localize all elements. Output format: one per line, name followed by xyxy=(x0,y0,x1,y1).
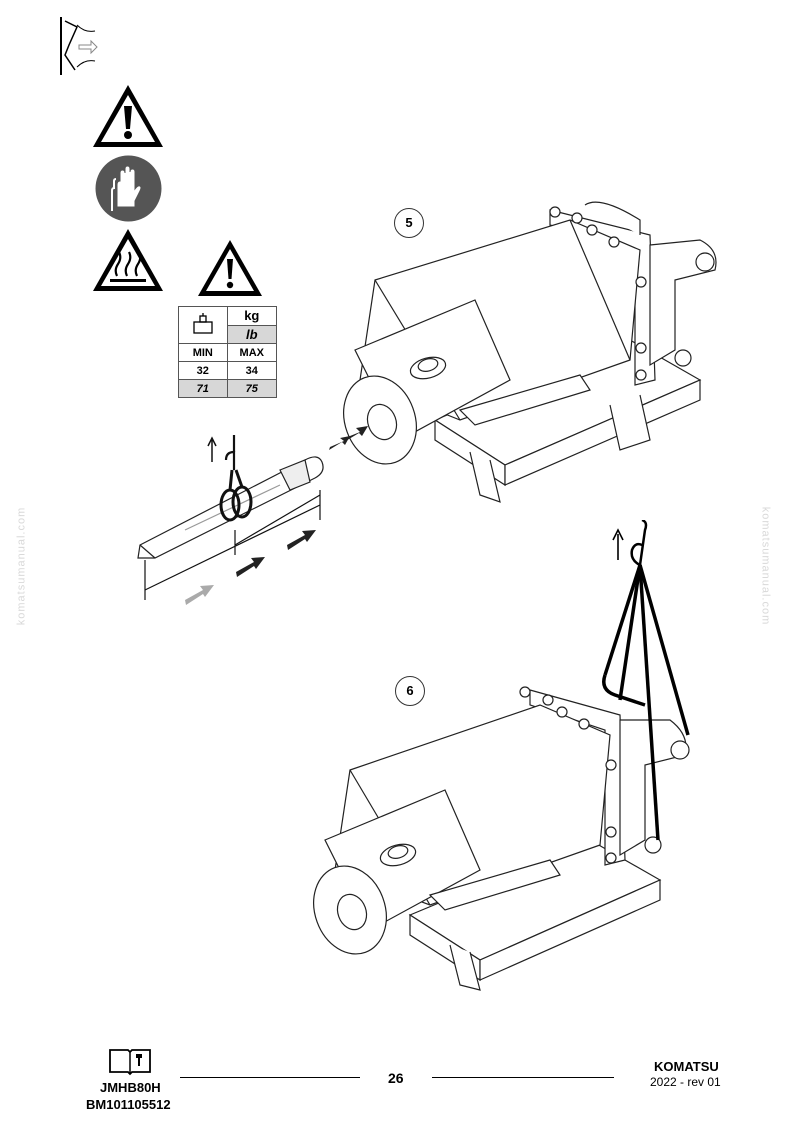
min-label: MIN xyxy=(178,343,228,362)
max-lb-value: 75 xyxy=(226,379,278,398)
gloves-icon xyxy=(95,155,162,222)
page-number: 26 xyxy=(388,1070,404,1086)
hook-icon-lift xyxy=(630,520,648,567)
section-corner-icon xyxy=(60,17,98,75)
step-5-illustration xyxy=(137,201,717,605)
hook-icon xyxy=(224,435,236,470)
revision: 2022 - rev 01 xyxy=(650,1075,721,1089)
min-lb-value: 71 xyxy=(178,379,228,398)
step-6-badge: 6 xyxy=(395,676,425,706)
doc-code: BM101105512 xyxy=(86,1097,171,1112)
doc-model: JMHB80H xyxy=(100,1080,161,1095)
brand-name: KOMATSU xyxy=(654,1059,719,1074)
footer-rule-right xyxy=(432,1077,614,1078)
watermark-left: komatsumanual.com xyxy=(15,506,28,626)
hot-surface-icon xyxy=(93,229,163,291)
step-6-illustration xyxy=(313,520,690,991)
weight-icon xyxy=(193,312,213,334)
unit-kg: kg xyxy=(226,306,278,326)
watermark-right: komatsumanual.com xyxy=(759,506,772,626)
caution-triangle-icon xyxy=(198,240,262,296)
manual-book-icon xyxy=(109,1049,151,1076)
unit-lb: lb xyxy=(226,324,278,344)
weight-table: kg lb MIN MAX 32 34 71 75 xyxy=(178,306,278,398)
footer-rule-left xyxy=(180,1077,360,1078)
step-5-badge: 5 xyxy=(394,208,424,238)
warning-triangle-icon xyxy=(93,85,163,147)
